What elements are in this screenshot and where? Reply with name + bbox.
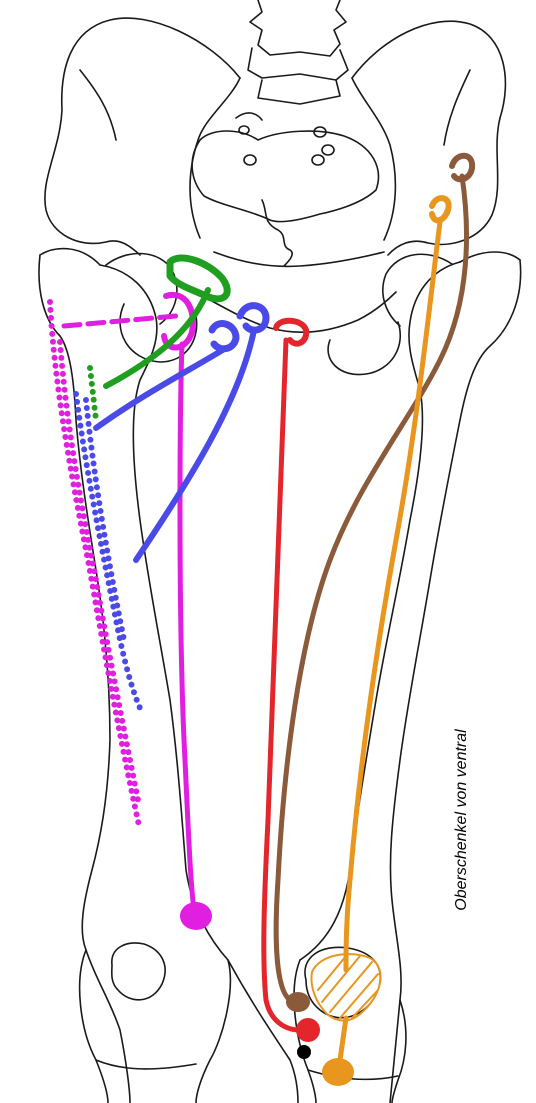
femur-right [390, 260, 521, 1103]
brown-marking [276, 156, 472, 1012]
left-ilium [45, 18, 240, 255]
figure-caption: Oberschenkel von ventral [453, 729, 471, 910]
orange-insertion [322, 1058, 354, 1086]
right-ilium [352, 21, 505, 255]
magenta-insertion [180, 902, 212, 930]
green-marking [90, 258, 227, 420]
black-marker [297, 1045, 311, 1059]
lumbar-spine [250, 0, 346, 56]
orange-marking [311, 198, 448, 1086]
red-insertion [296, 1018, 320, 1042]
brown-insertion [286, 992, 310, 1012]
sacrum [192, 131, 378, 222]
muscle-markings [50, 156, 472, 1086]
red-marking [264, 321, 320, 1059]
patella-left [112, 943, 165, 1000]
